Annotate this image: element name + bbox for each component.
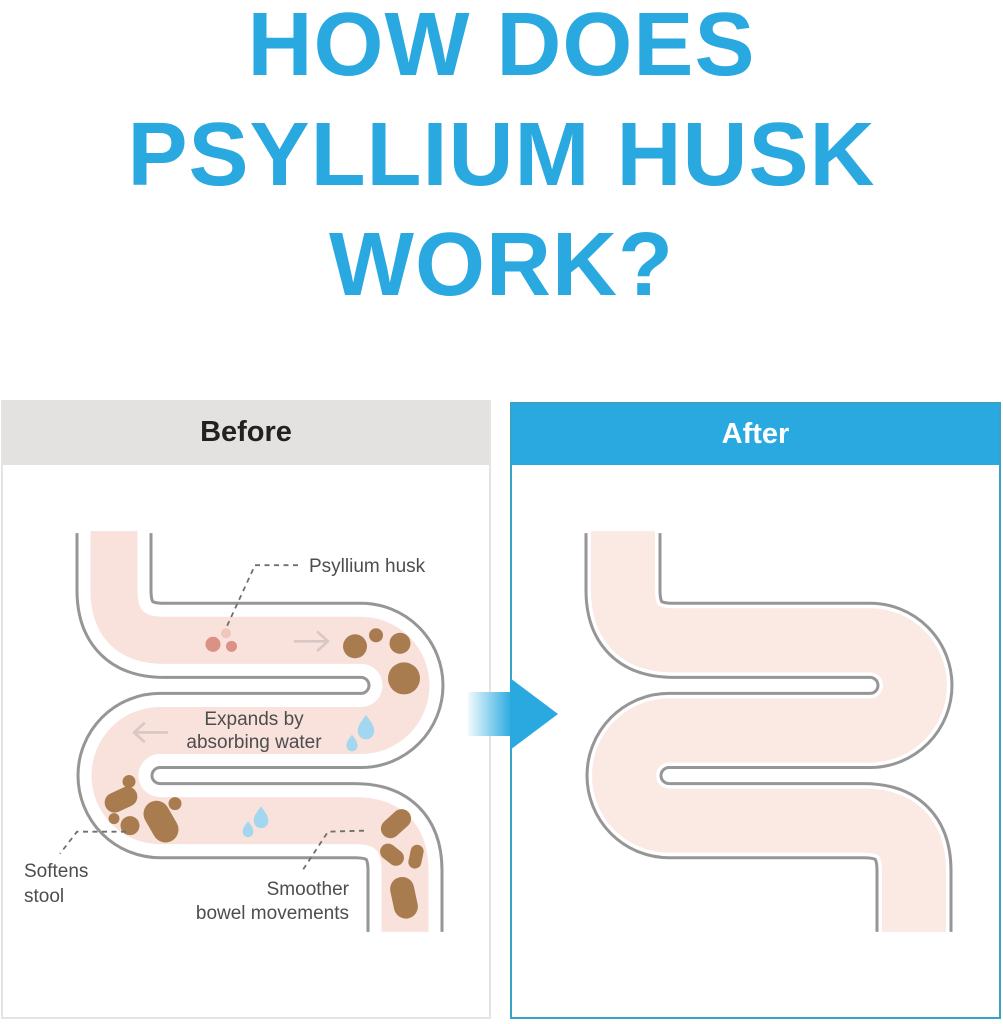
before-panel: Before	[1, 400, 491, 1019]
after-header-label: After	[721, 418, 790, 450]
smoother-bowel-label: Smoother bowel movements	[195, 879, 349, 924]
intestine-after-illustration	[584, 531, 954, 934]
after-panel-header: After	[512, 404, 999, 465]
title-line-3: WORK?	[329, 215, 674, 315]
title-line-1: HOW DOES	[247, 0, 756, 95]
stool-cluster-exit-icon	[380, 809, 424, 919]
leader-line-psyllium	[225, 564, 298, 629]
psyllium-husk-label: Psyllium husk	[309, 556, 426, 577]
flow-arrow-right-icon	[293, 631, 330, 652]
title-line-2: PSYLLIUM HUSK	[127, 105, 876, 205]
psyllium-husk-dots-icon	[205, 628, 237, 652]
stool-cluster-left-icon	[104, 775, 182, 843]
leader-line-softens	[59, 830, 126, 855]
intestine-before-illustration	[59, 531, 445, 934]
water-droplets-middle-icon	[346, 714, 375, 752]
before-diagram-area: Psyllium husk Expands by absorbing water…	[3, 465, 489, 1017]
leader-line-smoother	[300, 829, 365, 874]
before-panel-header: Before	[3, 400, 489, 465]
after-panel: After	[510, 402, 1001, 1019]
water-droplets-bottom-icon	[242, 806, 269, 838]
expands-label: Expands by absorbing water	[186, 709, 322, 753]
page-title: HOW DOES PSYLLIUM HUSK WORK?	[0, 0, 1003, 320]
flow-arrow-left-icon	[132, 722, 169, 743]
stool-cluster-top-icon	[343, 628, 420, 695]
before-header-label: Before	[200, 416, 292, 448]
softens-stool-label: Softens stool	[24, 861, 89, 907]
before-after-arrow-icon	[468, 678, 558, 750]
after-diagram-area	[512, 465, 999, 1017]
intestine-tube-icon	[584, 531, 954, 934]
